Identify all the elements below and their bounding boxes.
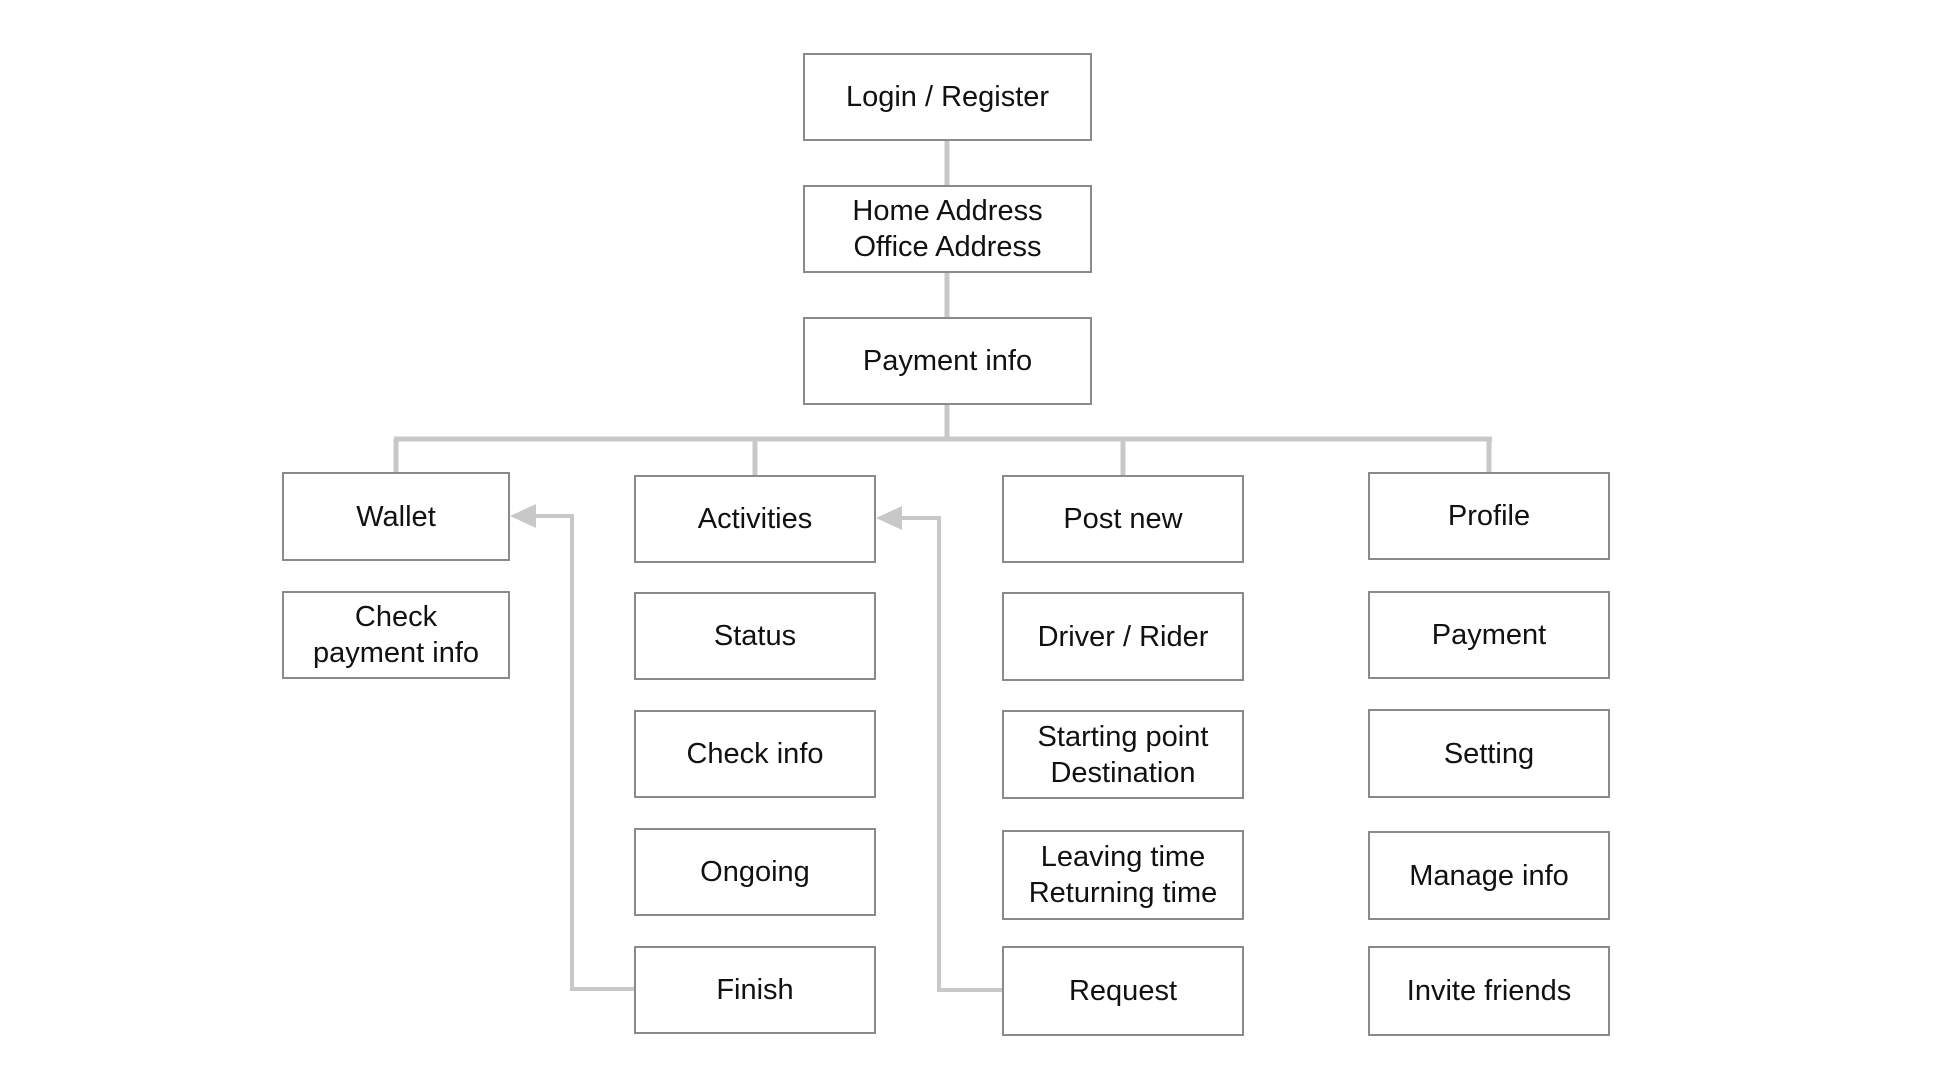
node-payment-info: Payment info bbox=[803, 317, 1092, 405]
node-driver-rider: Driver / Rider bbox=[1002, 592, 1244, 681]
node-wallet: Wallet bbox=[282, 472, 510, 561]
arrowhead-wallet-icon bbox=[510, 504, 536, 528]
node-ongoing: Ongoing bbox=[634, 828, 876, 916]
node-check-payment-info: Check payment info bbox=[282, 591, 510, 679]
node-invite-friends: Invite friends bbox=[1368, 946, 1610, 1036]
arrow-request-to-activities bbox=[894, 516, 1003, 992]
node-finish: Finish bbox=[634, 946, 876, 1034]
arrowhead-activities-icon bbox=[876, 506, 902, 530]
node-profile: Profile bbox=[1368, 472, 1610, 560]
node-login-register: Login / Register bbox=[803, 53, 1092, 141]
node-manage-info: Manage info bbox=[1368, 831, 1610, 920]
node-activities: Activities bbox=[634, 475, 876, 563]
node-status: Status bbox=[634, 592, 876, 680]
node-home-office-address: Home Address Office Address bbox=[803, 185, 1092, 273]
node-starting-point-destination: Starting point Destination bbox=[1002, 710, 1244, 799]
node-setting: Setting bbox=[1368, 709, 1610, 798]
arrow-finish-to-wallet bbox=[527, 514, 635, 991]
node-payment: Payment bbox=[1368, 591, 1610, 679]
node-request: Request bbox=[1002, 946, 1244, 1036]
node-leaving-returning-time: Leaving time Returning time bbox=[1002, 830, 1244, 920]
node-post-new: Post new bbox=[1002, 475, 1244, 563]
node-check-info: Check info bbox=[634, 710, 876, 798]
